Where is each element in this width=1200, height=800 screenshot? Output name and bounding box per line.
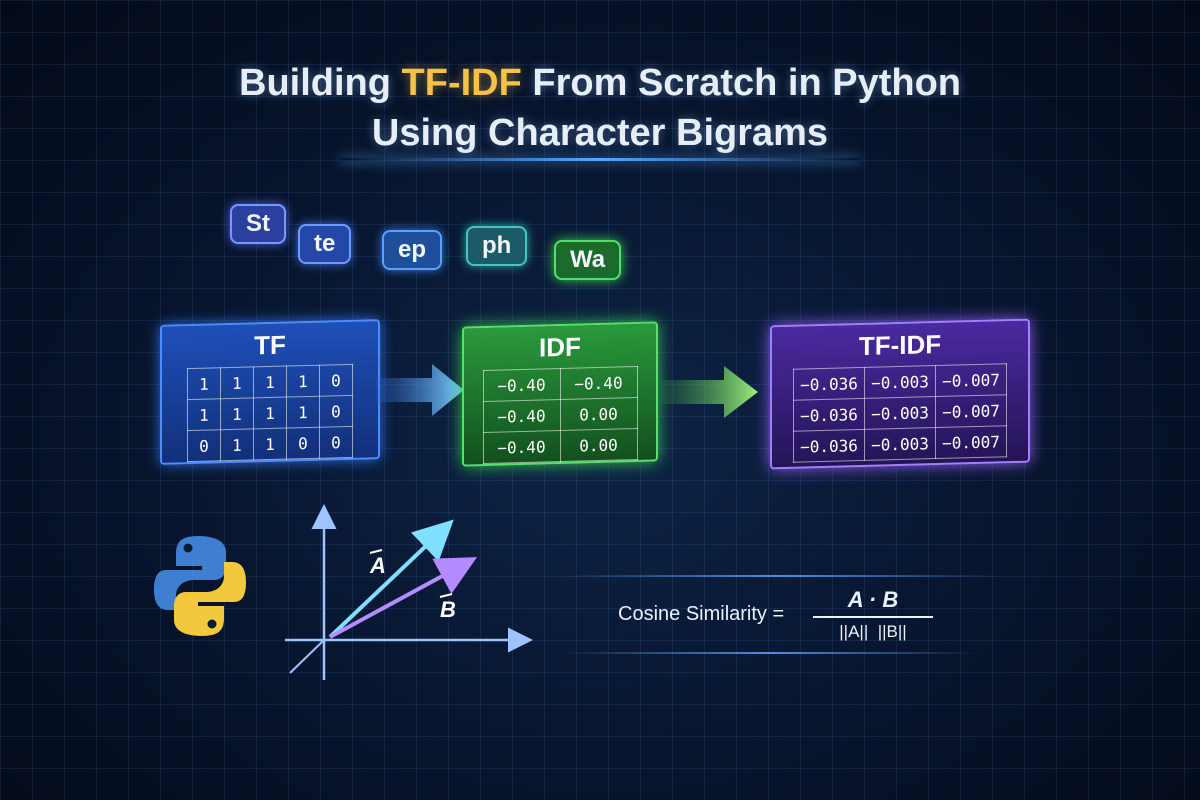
bigram-chip-te: te: [298, 224, 352, 264]
title-line-1: Building TF-IDF From Scratch in Python: [0, 58, 1200, 108]
tfidf-cell: −0.036: [793, 367, 865, 401]
bigram-chip-ep: ep: [382, 230, 443, 270]
tfidf-cell: −0.007: [935, 394, 1007, 428]
tf-cell: 1: [253, 428, 287, 460]
vector-a-line: [328, 519, 454, 639]
tf-cell: 0: [319, 364, 353, 397]
tf-cell: 1: [220, 366, 254, 399]
fraction-bar: [813, 616, 933, 618]
tf-cell: 1: [220, 397, 254, 430]
tfidf-cell: −0.007: [935, 425, 1007, 459]
tfidf-cell: −0.003: [864, 427, 936, 461]
tf-cell: 1: [187, 367, 221, 400]
glow-rule-top: [560, 575, 1000, 577]
formula-denominator: ||A|| ||B||: [839, 622, 907, 641]
formula-numerator: A · B: [847, 587, 899, 612]
tfidf-cell: −0.007: [935, 363, 1007, 397]
title-underline-glow: [340, 158, 860, 161]
title-text-pre: Building: [239, 62, 402, 104]
tf-cell: 1: [187, 398, 221, 431]
tfidf-cell: −0.036: [793, 398, 865, 432]
vector-diagram: A B: [285, 504, 533, 680]
vector-b-overarrow: [439, 593, 453, 598]
tf-cell: 0: [319, 426, 353, 459]
tfidf-matrix: −0.036−0.003−0.007−0.036−0.003−0.007−0.0…: [793, 363, 1007, 463]
idf-cell: 0.00: [560, 428, 637, 462]
idf-panel-title: IDF: [539, 331, 581, 363]
bigram-chip-ph: ph: [466, 226, 528, 266]
tfidf-cell: −0.003: [864, 365, 936, 399]
tf-panel-title: TF: [254, 329, 286, 361]
vector-b-line: [329, 557, 478, 639]
idf-cell: −0.40: [560, 366, 637, 400]
idf-cell: 0.00: [560, 397, 637, 431]
title-text-post: From Scratch in Python: [521, 62, 961, 104]
bigram-chip-wa: Wa: [554, 240, 622, 280]
tf-cell: 0: [187, 429, 221, 462]
tfidf-cell: −0.003: [864, 396, 936, 430]
tf-cell: 1: [220, 428, 254, 461]
formula-label: Cosine Similarity =: [618, 603, 785, 625]
title-line-2: Using Character Bigrams: [371, 112, 829, 154]
tf-cell: 1: [253, 366, 287, 398]
glow-rule-bottom: [560, 652, 980, 654]
tf-cell: 0: [319, 395, 353, 428]
bigram-chip-st: St: [230, 204, 286, 244]
idf-cell: −0.40: [483, 368, 560, 402]
cosine-similarity-formula: Cosine Similarity = A · B ||A|| ||B||: [618, 585, 948, 645]
python-logo-icon: [154, 536, 246, 636]
tf-cell: 1: [286, 396, 320, 429]
idf-matrix-row: −0.40−0.40: [483, 366, 637, 402]
page-title: Building TF-IDF From Scratch in Python U…: [0, 58, 1200, 158]
title-highlight: TF-IDF: [401, 62, 522, 104]
tfidf-cell: −0.036: [793, 429, 865, 463]
tfidf-matrix-row: −0.036−0.003−0.007: [793, 425, 1007, 463]
tf-cell: 1: [253, 397, 287, 429]
vector-a-overarrow: [369, 549, 383, 554]
tf-cell: 0: [286, 427, 320, 460]
vector-a-label: A: [369, 553, 386, 578]
tfidf-panel: TF-IDF −0.036−0.003−0.007−0.036−0.003−0.…: [770, 318, 1030, 470]
tf-cell: 1: [286, 365, 320, 398]
z-axis-line: [289, 639, 325, 674]
idf-cell: −0.40: [483, 430, 560, 464]
idf-cell: −0.40: [483, 399, 560, 433]
formula-fraction: A · B ||A|| ||B||: [813, 585, 933, 645]
arrow-right-icon: [660, 366, 758, 418]
vector-b-label: B: [440, 597, 456, 622]
tfidf-panel-title: TF-IDF: [858, 328, 942, 362]
arrow-right-icon: [376, 364, 464, 416]
